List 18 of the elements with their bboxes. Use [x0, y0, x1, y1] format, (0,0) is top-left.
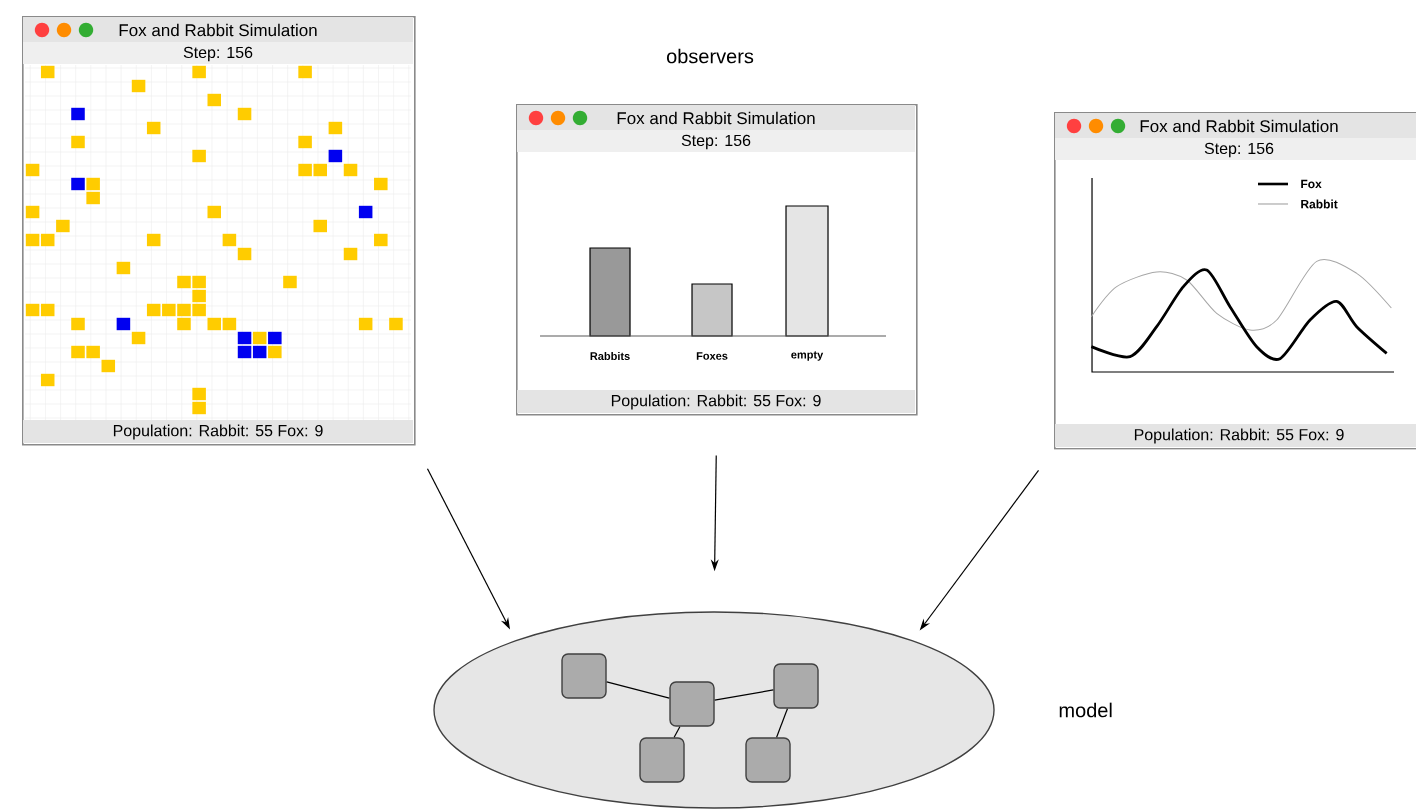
object-box [669, 681, 715, 727]
title-bar: Fox and Rabbit Simulation [1055, 113, 1416, 138]
section-label: observers [666, 48, 754, 64]
connector-line [776, 708, 788, 738]
step-label: Step: 156 [517, 130, 915, 152]
status-bar: Population: Rabbit: 55 Fox: 9 [1055, 424, 1416, 447]
step-label: Step: 156 [23, 42, 413, 64]
object-box [639, 737, 685, 783]
connector-line [606, 681, 670, 699]
object-box [745, 737, 791, 783]
model-label: model [1059, 702, 1112, 718]
connector-line [714, 689, 774, 701]
status-bar: Population: Rabbit: 55 Fox: 9 [517, 390, 915, 413]
object-box [561, 653, 607, 699]
connector-line [673, 726, 681, 738]
object-box [773, 663, 819, 709]
status-bar: Population: Rabbit: 55 Fox: 9 [23, 420, 413, 443]
step-label: Step: 156 [1055, 138, 1416, 160]
